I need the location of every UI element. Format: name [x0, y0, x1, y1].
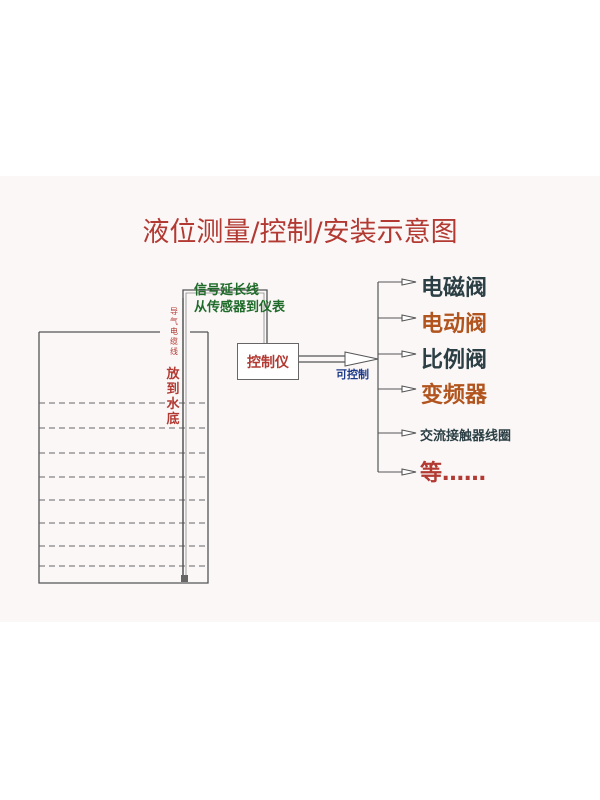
- output-solenoid-valve: 电磁阀: [421, 276, 488, 301]
- output-electric-valve: 电动阀: [421, 312, 488, 337]
- controller-label: 控制仪: [247, 354, 289, 371]
- extension-cable-inner: [185, 292, 265, 343]
- output-branches: [378, 278, 417, 476]
- diagram-background: [0, 176, 600, 622]
- liquid-level-lines: [39, 402, 208, 567]
- output-etc: 等……: [420, 461, 487, 486]
- cable-label-line2: 从传感器到仪表: [194, 300, 286, 315]
- controller-output-arrow: [344, 351, 379, 367]
- diagram-title: 液位测量/控制/安装示意图: [142, 217, 458, 248]
- output-proportional-valve: 比例阀: [421, 348, 488, 373]
- controller-box: 控制仪: [237, 343, 299, 380]
- cable-label-line1: 信号延长线: [194, 283, 260, 298]
- sensor-placement-label: 放到水底: [166, 367, 180, 427]
- control-label: 可控制: [336, 368, 369, 381]
- sensor-cable-label: 导气电缆线: [170, 307, 178, 356]
- tank-outline: [38, 332, 209, 584]
- output-frequency-converter: 变频器: [421, 383, 488, 408]
- output-contactor-coil: 交流接触器线圈: [420, 429, 512, 444]
- extension-cable: [182, 289, 268, 343]
- sensor-probe: [181, 575, 188, 582]
